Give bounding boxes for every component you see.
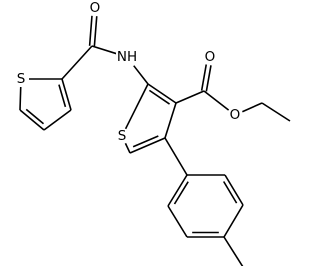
atom-labels: S O NH O O S [13, 0, 243, 144]
bond-line [261, 102, 291, 122]
atom-O1: O [87, 0, 103, 16]
atom-label-S1: S [17, 71, 26, 87]
bond-line [203, 90, 230, 111]
bond-line [200, 64, 208, 91]
bond-line [61, 45, 93, 80]
bond-line [223, 236, 244, 266]
bond-line [224, 174, 244, 206]
atom-S1: S [13, 71, 29, 87]
bond-line [19, 109, 45, 131]
bond-line [241, 102, 263, 113]
bond-line [148, 89, 170, 105]
atom-S2: S [114, 128, 130, 144]
bond-line [43, 109, 72, 131]
bond-line [175, 90, 205, 104]
bond-line [132, 135, 159, 148]
bond-line [93, 16, 98, 47]
bond-line [167, 205, 188, 238]
atom-O3: O [227, 107, 243, 123]
bond-line [205, 65, 212, 92]
atom-label-O1: O [90, 0, 101, 16]
bond-line [147, 83, 177, 104]
bond-line [133, 65, 149, 85]
bond-line [129, 137, 166, 154]
bond-lines [19, 15, 291, 266]
bond-line [164, 102, 177, 139]
bond-line [61, 78, 72, 111]
bond-line [222, 181, 238, 204]
bond-line [173, 181, 189, 205]
bond-line [223, 204, 244, 238]
atom-label-S2: S [118, 128, 127, 144]
bond-line [124, 83, 149, 130]
bond-line [164, 137, 188, 176]
atom-N1: NH [116, 49, 138, 65]
bond-line [124, 142, 131, 154]
atom-label-O2: O [205, 49, 216, 65]
bond-line [19, 86, 22, 111]
atom-label-O3: O [230, 107, 241, 123]
bond-line [91, 45, 117, 55]
bond-line [58, 84, 67, 108]
atom-O2: O [202, 49, 218, 65]
bond-line [88, 15, 93, 46]
bond-line [167, 174, 188, 207]
atom-label-N1: NH [117, 49, 137, 65]
bond-line [25, 108, 45, 125]
